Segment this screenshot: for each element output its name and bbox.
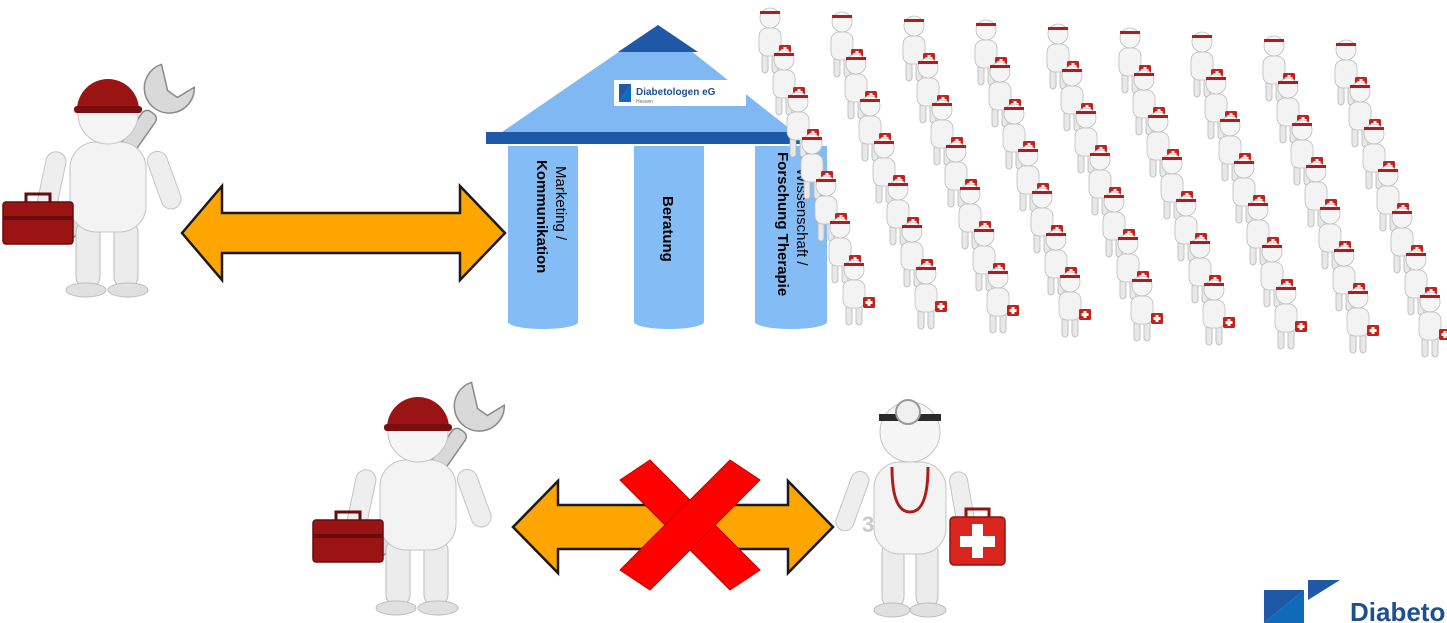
pillar-marketing-line1: Marketing / (552, 166, 569, 241)
building-diagram: Diabetologen eG Hessen Marketing / Kommu… (486, 25, 827, 329)
pillar-beratung-label: Beratung (659, 196, 676, 262)
red-cross-icon (619, 459, 761, 591)
roof-base (486, 132, 808, 144)
crowd-doctor-icon (842, 259, 876, 326)
brand-logo-text: Diabeto (1350, 597, 1445, 623)
pillar-beratung: Beratung (634, 146, 704, 329)
pillar-wissenschaft-line2: Forschung Therapie (774, 152, 791, 296)
crowd-doctor-icon (1418, 291, 1447, 358)
crowd-doctor-icon (1202, 279, 1236, 346)
crowd-doctor-icon (1274, 283, 1308, 350)
roof-logo-sub: Hessen (636, 99, 653, 105)
pillar-marketing: Marketing / Kommunikation (508, 146, 578, 329)
crowd-doctor-icon (914, 263, 948, 330)
brand-logo: Diabeto (1264, 580, 1445, 623)
pillar-marketing-line2: Kommunikation (533, 160, 550, 273)
roof-logo (614, 80, 746, 106)
crowd-doctor-icon (1346, 287, 1380, 354)
mechanic-bottom-icon (311, 377, 510, 617)
doctor-icon (831, 398, 1007, 619)
crowd-doctor-icon (1058, 271, 1092, 338)
roof-apex (618, 25, 698, 52)
double-arrow-top-icon (180, 182, 507, 284)
doctor-crowd-icon (758, 7, 1447, 358)
crowd-doctor-icon (986, 267, 1020, 334)
roof-logo-name: Diabetologen eG (636, 87, 716, 98)
crowd-doctor-icon (1130, 275, 1164, 342)
mechanic-icon (1, 59, 200, 299)
